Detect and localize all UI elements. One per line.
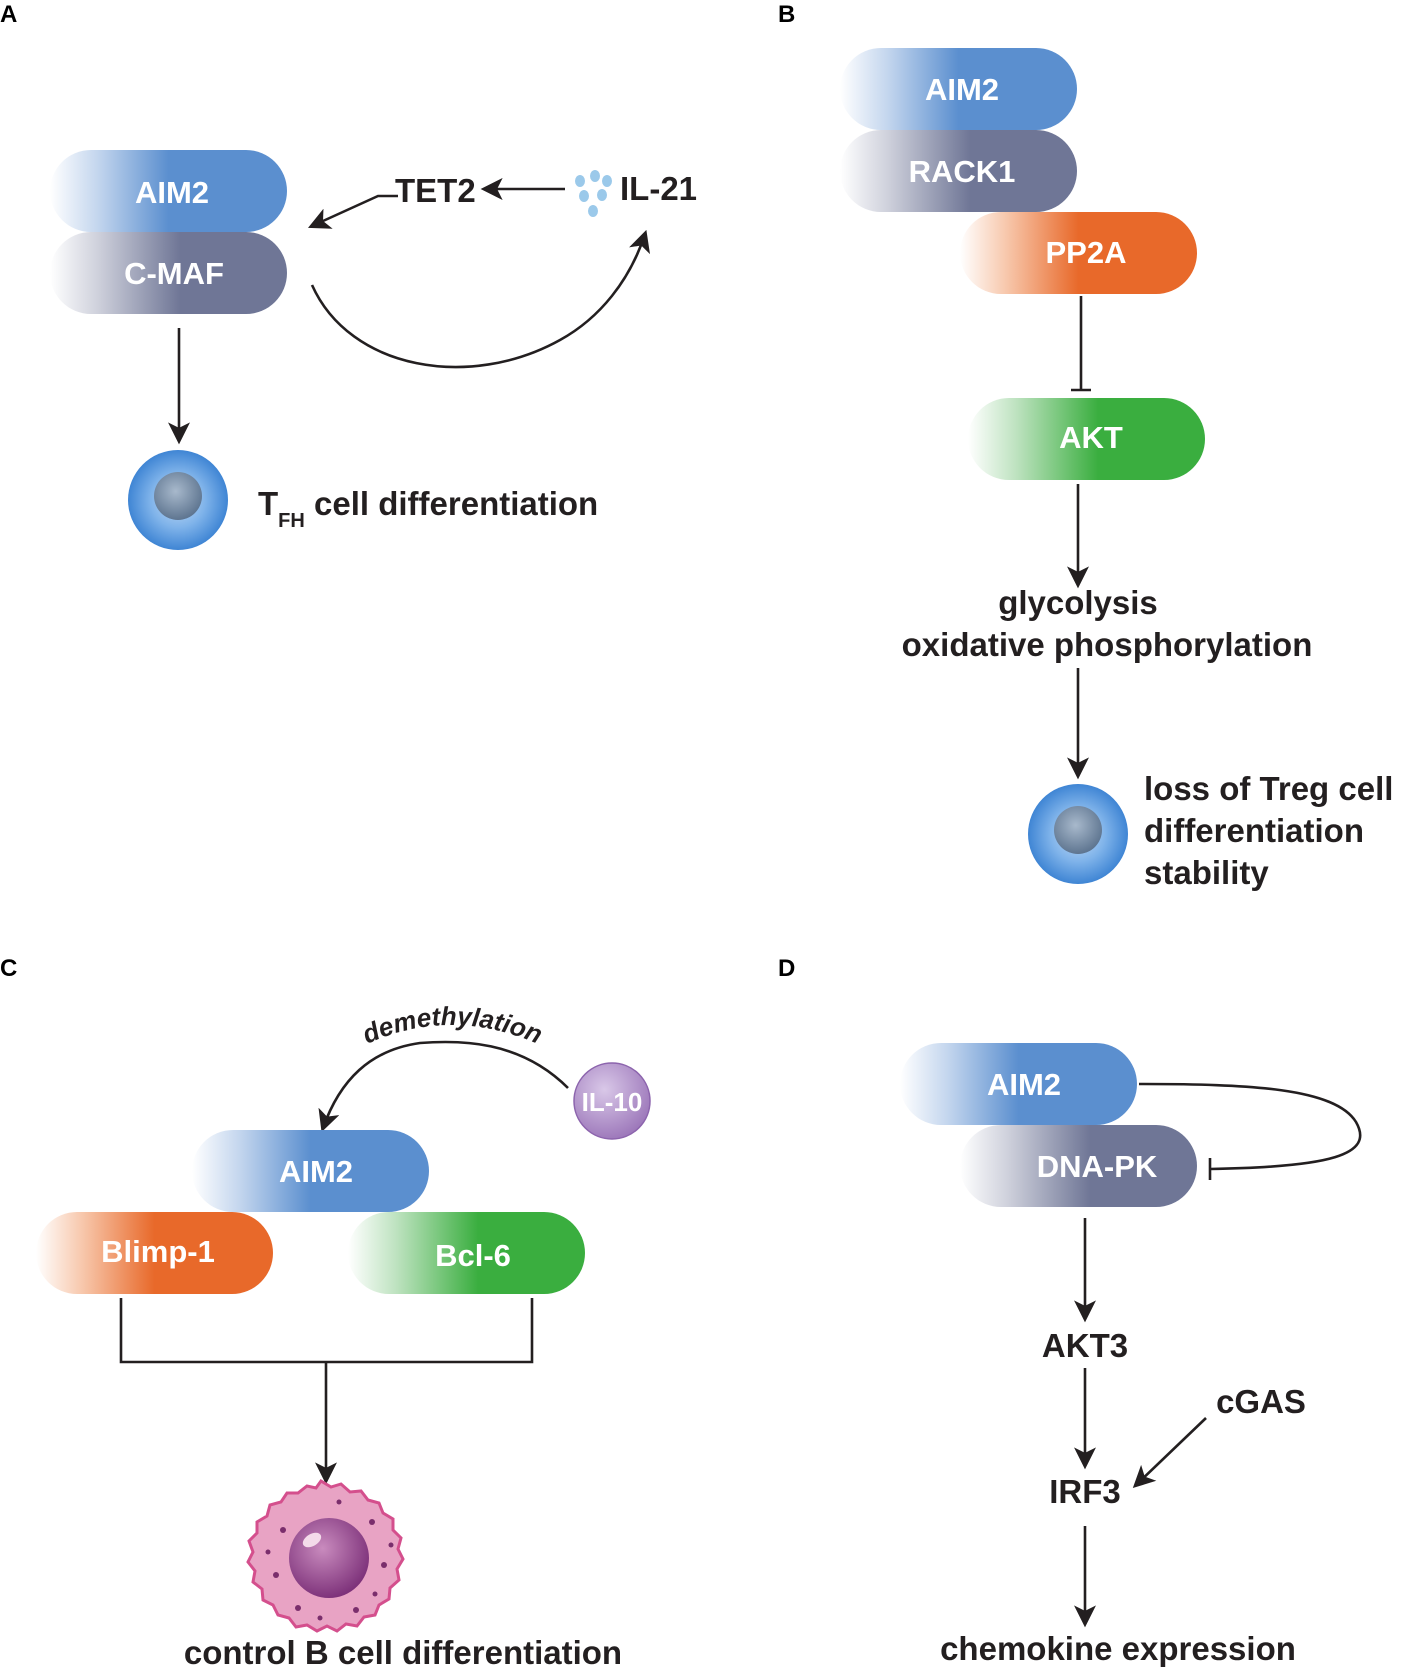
dnapk-pill: DNA-PK bbox=[960, 1125, 1197, 1207]
panel-b-letter: B bbox=[778, 1, 795, 28]
panel-c-letter: C bbox=[0, 955, 17, 982]
il10-label: IL-10 bbox=[582, 1087, 643, 1117]
bcl6-label: Bcl-6 bbox=[435, 1238, 511, 1273]
inhibit-aim2-dnapk bbox=[1138, 1082, 1362, 1171]
il10-sphere-icon: IL-10 bbox=[573, 1062, 651, 1140]
rack1-pill: RACK1 bbox=[840, 130, 1077, 212]
b-cell-icon bbox=[246, 1479, 405, 1633]
akt-pill: AKT bbox=[968, 398, 1205, 480]
aim2-label-c: AIM2 bbox=[279, 1154, 353, 1189]
aim2-label-a: AIM2 bbox=[135, 175, 209, 210]
pp2a-label: PP2A bbox=[1046, 235, 1127, 270]
bracket-blimp1-bcl6 bbox=[119, 1298, 534, 1364]
panel-c: C demethylation IL-10 AIM2 Blimp-1 Bcl-6 bbox=[0, 955, 651, 1671]
dnapk-label: DNA-PK bbox=[1037, 1149, 1158, 1184]
blimp1-label: Blimp-1 bbox=[101, 1234, 215, 1269]
glycolysis-label: glycolysis bbox=[998, 584, 1158, 621]
aim2-pill-a: AIM2 bbox=[50, 150, 287, 232]
treg-outcome-line2: differentiation bbox=[1144, 812, 1364, 849]
panel-a-letter: A bbox=[0, 1, 17, 28]
tet2-label: TET2 bbox=[395, 172, 476, 209]
panel-d-letter: D bbox=[778, 955, 795, 982]
bcl6-pill: Bcl-6 bbox=[348, 1212, 585, 1294]
chemokine-label: chemokine expression bbox=[940, 1630, 1296, 1667]
il21-label: IL-21 bbox=[620, 170, 697, 207]
arrow-il10-to-aim2 bbox=[318, 1040, 569, 1133]
aim2-pill-c: AIM2 bbox=[192, 1130, 429, 1212]
aim2-pill-b: AIM2 bbox=[840, 48, 1077, 130]
tfh-outcome-sub: FH bbox=[278, 510, 305, 532]
panel-a: A AIM2 C-MAF TET2 IL-21 TFH cell differe bbox=[0, 1, 697, 550]
panel-d: D AIM2 DNA-PK AKT3 cGAS IRF3 chemokine e… bbox=[778, 955, 1362, 1667]
aim2-pill-d: AIM2 bbox=[900, 1043, 1137, 1125]
treg-outcome-line3: stability bbox=[1144, 854, 1269, 891]
akt-label: AKT bbox=[1059, 420, 1123, 455]
rack1-label: RACK1 bbox=[909, 154, 1016, 189]
il21-droplets-icon bbox=[575, 170, 612, 217]
cgas-label: cGAS bbox=[1216, 1383, 1306, 1420]
pp2a-pill: PP2A bbox=[960, 212, 1197, 294]
panel-b: B AIM2 RACK1 PP2A AKT glycolysis oxidati… bbox=[778, 1, 1393, 891]
aim2-label-b: AIM2 bbox=[925, 72, 999, 107]
treg-cell-icon bbox=[1028, 784, 1128, 884]
blimp1-pill: Blimp-1 bbox=[36, 1212, 273, 1294]
cmaf-label: C-MAF bbox=[124, 256, 224, 291]
tfh-outcome-rest: cell differentiation bbox=[305, 485, 598, 522]
arrow-cgas-to-irf3 bbox=[1132, 1417, 1207, 1489]
bcell-outcome-label: control B cell differentiation bbox=[184, 1634, 622, 1671]
treg-outcome-line1: loss of Treg cell bbox=[1144, 770, 1393, 807]
tfh-outcome-t: T bbox=[258, 485, 278, 522]
arrow-tet2-to-aim2 bbox=[307, 194, 398, 229]
akt3-label: AKT3 bbox=[1042, 1327, 1128, 1364]
arrow-cmaf-to-il21 bbox=[310, 229, 650, 369]
aim2-label-d: AIM2 bbox=[987, 1067, 1061, 1102]
irf3-label: IRF3 bbox=[1049, 1473, 1121, 1510]
tfh-cell-icon bbox=[128, 450, 228, 550]
cmaf-pill: C-MAF bbox=[50, 232, 287, 314]
tfh-outcome-label: TFH cell differentiation bbox=[258, 485, 598, 532]
oxphos-label: oxidative phosphorylation bbox=[902, 626, 1313, 663]
